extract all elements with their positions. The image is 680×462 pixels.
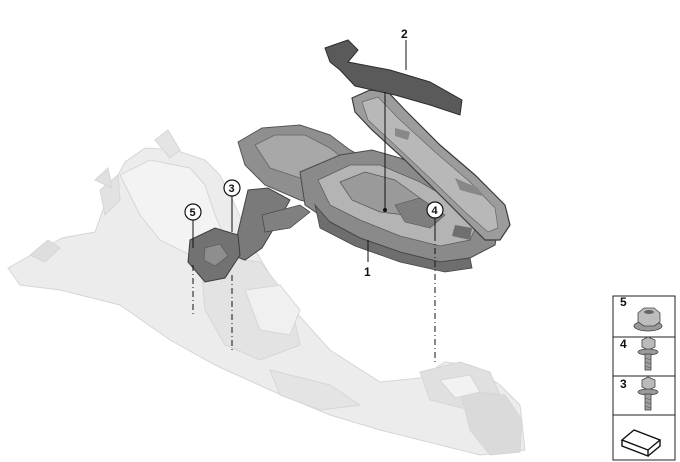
leader-dot [383,208,387,212]
svg-text:3: 3 [229,183,235,195]
fastener-axes [192,222,436,362]
callout-circle-4: 4 [426,201,444,219]
callout-circle-3: 3 [223,179,241,197]
gasket-part-2 [324,39,463,116]
leader-lines [192,40,407,262]
callout-circle-5: 5 [184,203,202,221]
storage-tray-part-1 [187,89,511,283]
legend-number-4: 4 [620,337,627,351]
flange-screw-icon [637,376,659,411]
svg-text:4: 4 [432,205,439,217]
legend-number-3: 3 [620,377,627,391]
callout-label-1: 1 [364,265,371,279]
bracket-symbol-icon [620,429,662,458]
callout-label-2: 2 [401,27,408,41]
legend-number-5: 5 [620,295,627,309]
hex-nut-icon [633,307,663,332]
flange-screw-icon [637,336,659,371]
svg-text:5: 5 [190,207,196,219]
parts-legend: 5 4 3 [612,295,676,461]
ghost-center-console [7,129,526,456]
